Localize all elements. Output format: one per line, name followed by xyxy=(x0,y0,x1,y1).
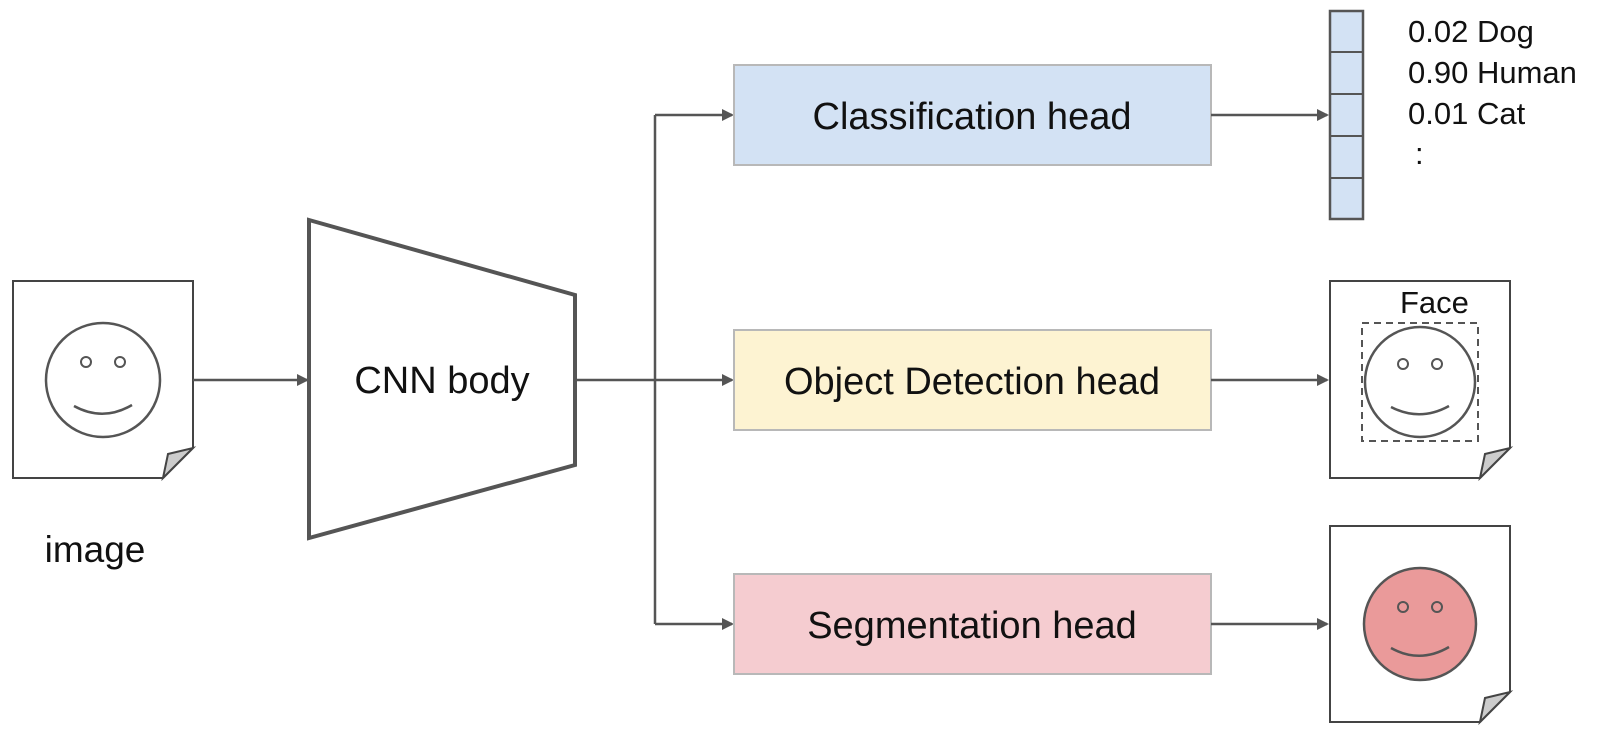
class-score-vector xyxy=(1328,9,1365,221)
segmentation-head: Segmentation head xyxy=(733,573,1212,675)
smiley-face-icon xyxy=(44,321,162,439)
segmented-smiley-icon xyxy=(1362,566,1478,682)
class-score-cat: 0.01 Cat xyxy=(1408,96,1526,131)
body-to-heads-connector xyxy=(575,109,734,630)
cnn-body-trapezoid xyxy=(307,217,577,541)
bounding-box xyxy=(1361,322,1479,442)
page-fold-icon xyxy=(1478,446,1514,482)
classification-head: Classification head xyxy=(733,64,1212,166)
segmentation-output-document xyxy=(1329,525,1514,726)
detection-output-document xyxy=(1329,280,1514,482)
detection-head-label: Object Detection head xyxy=(784,361,1160,403)
cnn-body-label: CNN body xyxy=(354,360,529,402)
class-score-dog: 0.02 Dog xyxy=(1408,14,1534,49)
bounding-box-label: Face xyxy=(1400,285,1469,320)
smiley-face-icon xyxy=(1363,325,1477,439)
page-fold-icon xyxy=(161,446,197,482)
input-image-document xyxy=(12,280,197,482)
page-fold-icon xyxy=(1478,690,1514,726)
class-score-human: 0.90 Human xyxy=(1408,55,1577,90)
classification-head-label: Classification head xyxy=(813,96,1132,138)
detection-head: Object Detection head xyxy=(733,329,1212,431)
input-label: image xyxy=(45,529,146,570)
segmentation-head-label: Segmentation head xyxy=(807,605,1137,647)
class-score-ellipsis: : xyxy=(1415,136,1424,171)
